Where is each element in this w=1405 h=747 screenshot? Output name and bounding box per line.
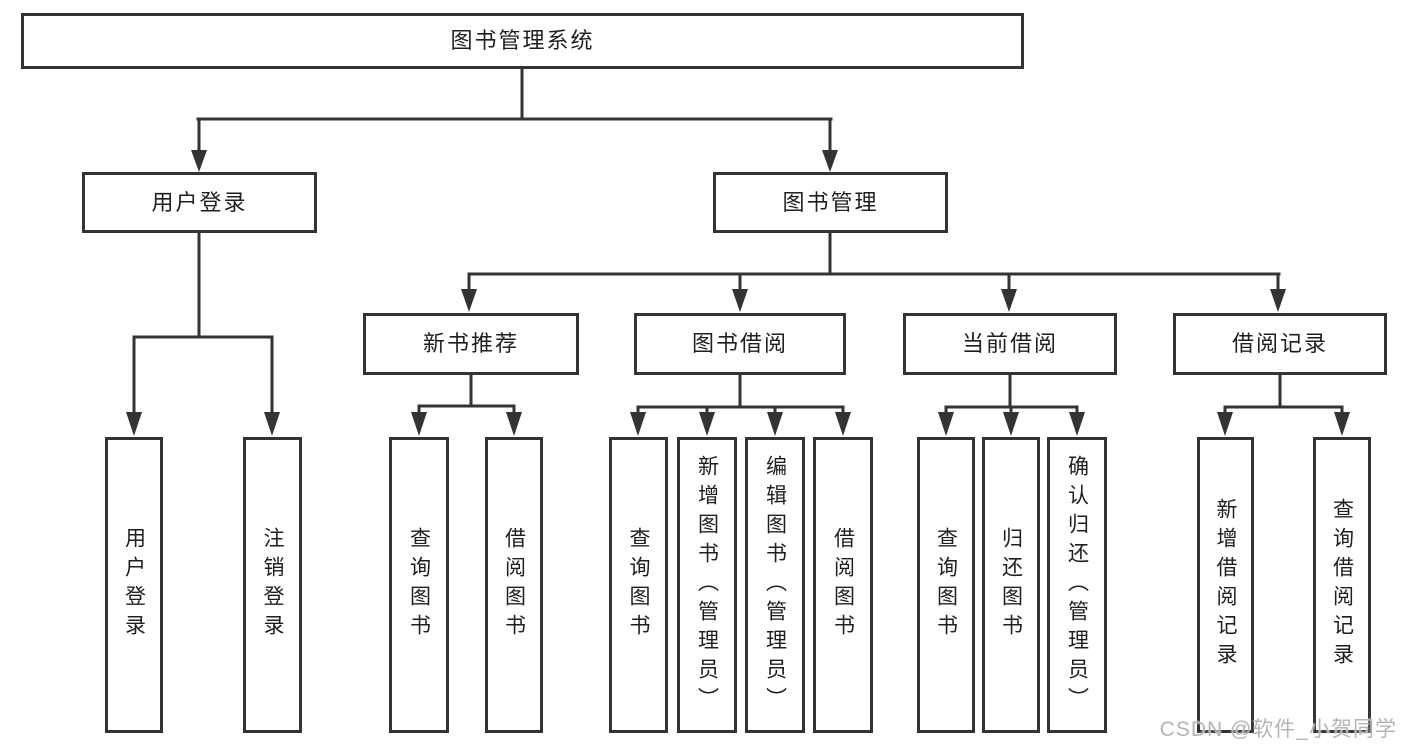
leaf-rec-query-books: 查询图书 — [389, 437, 449, 733]
arrow-down-icon — [1003, 412, 1019, 436]
leaf-cb-confirm-return: 确认归还（管理员） — [1047, 437, 1107, 733]
arrow-down-icon — [126, 412, 142, 436]
arrow-down-icon — [461, 289, 477, 312]
node-book-borrow: 图书借阅 — [634, 313, 846, 375]
arrow-down-icon — [264, 412, 280, 436]
connector-new-book-rec-children — [411, 373, 522, 436]
connector-current-borrow-children — [938, 373, 1085, 436]
arrow-down-icon — [506, 412, 522, 436]
leaf-bb-add-books: 新增图书（管理员） — [677, 437, 737, 733]
node-book-mgmt: 图书管理 — [713, 172, 948, 233]
connector-root-to-level2 — [191, 67, 838, 172]
leaf-br-query-record: 查询借阅记录 — [1313, 437, 1371, 733]
leaf-user-login: 用户登录 — [105, 437, 163, 733]
arrow-down-icon — [411, 412, 427, 436]
leaf-bb-borrow-books: 借阅图书 — [813, 437, 873, 733]
leaf-rec-borrow-books: 借阅图书 — [485, 437, 543, 733]
arrow-down-icon — [1001, 289, 1017, 312]
connector-book-borrow-children — [630, 373, 851, 436]
node-current-borrow: 当前借阅 — [903, 313, 1117, 375]
node-user-login: 用户登录 — [82, 172, 317, 233]
arrow-down-icon — [767, 412, 783, 436]
arrow-down-icon — [1069, 412, 1085, 436]
arrow-down-icon — [732, 289, 748, 312]
leaf-logout: 注销登录 — [243, 437, 302, 733]
arrow-down-icon — [1334, 412, 1350, 436]
connector-borrow-records-children — [1217, 373, 1350, 436]
arrow-down-icon — [835, 412, 851, 436]
arrow-down-icon — [191, 150, 207, 172]
arrow-down-icon — [938, 412, 954, 436]
arrow-down-icon — [1217, 412, 1233, 436]
node-new-book-rec: 新书推荐 — [363, 313, 579, 375]
arrow-down-icon — [630, 412, 646, 436]
arrow-down-icon — [699, 412, 715, 436]
node-borrow-records: 借阅记录 — [1173, 313, 1387, 375]
leaf-cb-return-books: 归还图书 — [982, 437, 1040, 733]
connector-book-mgmt-children — [461, 231, 1286, 312]
arrow-down-icon — [822, 150, 838, 172]
arrow-down-icon — [1270, 289, 1286, 312]
leaf-cb-query-books: 查询图书 — [917, 437, 975, 733]
leaf-br-add-record: 新增借阅记录 — [1197, 437, 1254, 733]
leaf-bb-edit-books: 编辑图书（管理员） — [745, 437, 805, 733]
leaf-bb-query-books: 查询图书 — [609, 437, 668, 733]
connector-user-login-children — [126, 231, 280, 436]
watermark-text: CSDN @软件_小贺同学 — [1159, 718, 1397, 741]
node-root: 图书管理系统 — [21, 13, 1024, 69]
